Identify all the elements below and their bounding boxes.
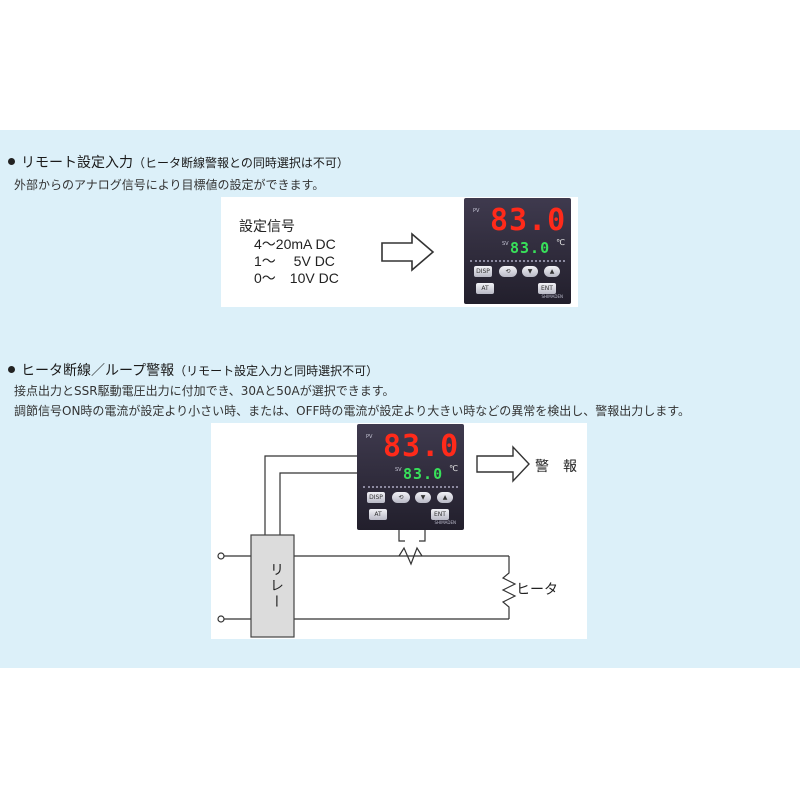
wiring-diagram (217, 445, 530, 638)
mode-button[interactable]: ⟲ (392, 492, 410, 503)
brand-label: SHIMADEN (434, 520, 456, 525)
relay-label: リレー (268, 562, 284, 610)
disp-button[interactable]: DISP (474, 266, 492, 277)
ent-button[interactable]: ENT (538, 283, 556, 294)
sv-label: SV (395, 467, 402, 473)
bullet-icon (8, 366, 15, 373)
controller-panel-2: PV 83.0 SV 83.0 ℃ DISP ⟲ ▼ ▲ AT ENT SHIM… (357, 424, 464, 530)
up-button[interactable]: ▲ (437, 492, 453, 503)
section1-note: （ヒータ断線警報との同時選択は不可） (133, 156, 349, 170)
terminal-top (217, 552, 225, 560)
controller-panel-1: PV 83.0 SV 83.0 ℃ DISP ⟲ ▼ ▲ AT ENT SHIM… (464, 198, 571, 304)
signal-10v: 0～ 10V DC (254, 270, 339, 286)
section1-description: 外部からのアナログ信号により目標値の設定ができます。 (14, 178, 325, 192)
pv-display: 83.0 (490, 203, 567, 238)
alarm-arrow-icon (476, 445, 530, 483)
section2-title: ヒータ断線／ループ警報 (21, 363, 175, 379)
signal-5v: 1～ 5V DC (254, 253, 335, 269)
pv-label: PV (366, 434, 373, 440)
down-button[interactable]: ▼ (522, 266, 538, 277)
section2-note: （リモート設定入力と同時選択不可） (174, 364, 379, 378)
bullet-icon (8, 158, 15, 165)
section2-heading: ヒータ断線／ループ警報（リモート設定入力と同時選択不可） (8, 360, 378, 380)
section1-heading: リモート設定入力（ヒータ断線警報との同時選択は不可） (8, 152, 349, 172)
alarm-label: 警 報 (535, 459, 577, 475)
signal-label: 設定信号 (239, 218, 295, 234)
status-indicators (363, 486, 458, 490)
disp-button[interactable]: DISP (367, 492, 385, 503)
input-arrow-icon (381, 232, 435, 272)
sv-label: SV (502, 241, 509, 247)
unit-label: ℃ (449, 464, 458, 473)
section2-description-1: 接点出力とSSR駆動電圧出力に付加でき、30Aと50Aが選択できます。 (14, 384, 395, 398)
section2-description-2: 調節信号ON時の電流が設定より小さい時、または、OFF時の電流が設定より大きい時… (14, 404, 690, 418)
unit-label: ℃ (556, 238, 565, 247)
terminal-bottom (217, 615, 225, 623)
relay-box (250, 534, 295, 638)
mode-button[interactable]: ⟲ (499, 266, 517, 277)
pv-display: 83.0 (383, 429, 460, 464)
status-indicators (470, 260, 565, 264)
ent-button[interactable]: ENT (431, 509, 449, 520)
section1-title: リモート設定入力 (21, 155, 133, 171)
sv-display: 83.0 (510, 239, 551, 257)
brand-label: SHIMADEN (541, 294, 563, 299)
down-button[interactable]: ▼ (415, 492, 431, 503)
up-button[interactable]: ▲ (544, 266, 560, 277)
heater-label: ヒータ (516, 582, 558, 598)
at-button[interactable]: AT (476, 283, 494, 294)
at-button[interactable]: AT (369, 509, 387, 520)
sv-display: 83.0 (403, 465, 444, 483)
signal-current: 4～20mA DC (254, 236, 336, 252)
pv-label: PV (473, 208, 480, 214)
